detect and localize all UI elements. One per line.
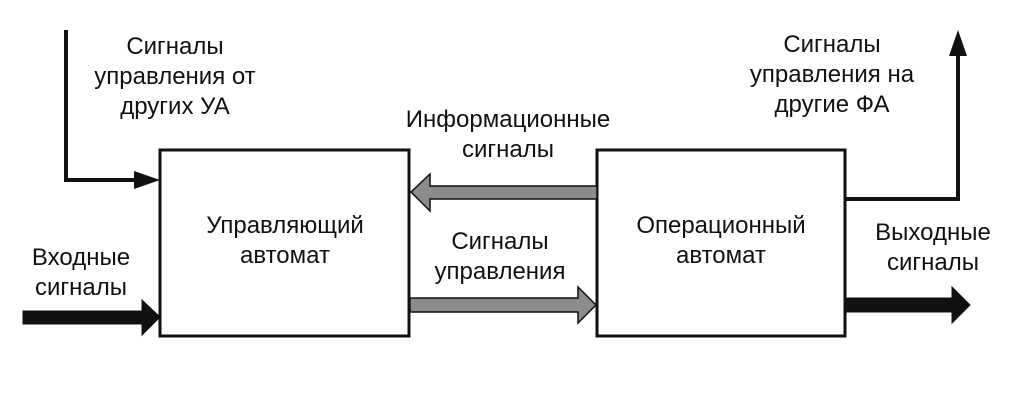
info-signals-arrow bbox=[409, 172, 598, 213]
input-signals-arrow bbox=[22, 298, 161, 337]
control-automaton-box bbox=[158, 148, 411, 338]
from-other-ca-line bbox=[64, 30, 140, 182]
info-signals-label: Информационные сигналы bbox=[405, 106, 611, 163]
control-signals-label: Сигналы управления bbox=[434, 228, 566, 285]
signals-from-other-ca-label: Сигналы управления от других УА bbox=[94, 33, 256, 120]
output-signals-arrow bbox=[845, 285, 971, 325]
operational-automaton-label: Операционный автомат bbox=[636, 212, 806, 269]
to-other-fa-line bbox=[845, 52, 960, 201]
input-signals-label: Входные сигналы bbox=[31, 244, 131, 301]
signals-to-other-fa-label: Сигналы управления на другие ФА bbox=[749, 31, 915, 118]
output-signals-label: Выходные сигналы bbox=[875, 219, 991, 276]
control-automaton-label: Управляющий автомат bbox=[206, 212, 364, 269]
to-other-fa-arrowhead bbox=[949, 30, 967, 56]
operational-automaton-box bbox=[595, 148, 847, 338]
from-other-ca-arrowhead bbox=[134, 171, 160, 189]
control-signals-arrow bbox=[409, 285, 598, 325]
